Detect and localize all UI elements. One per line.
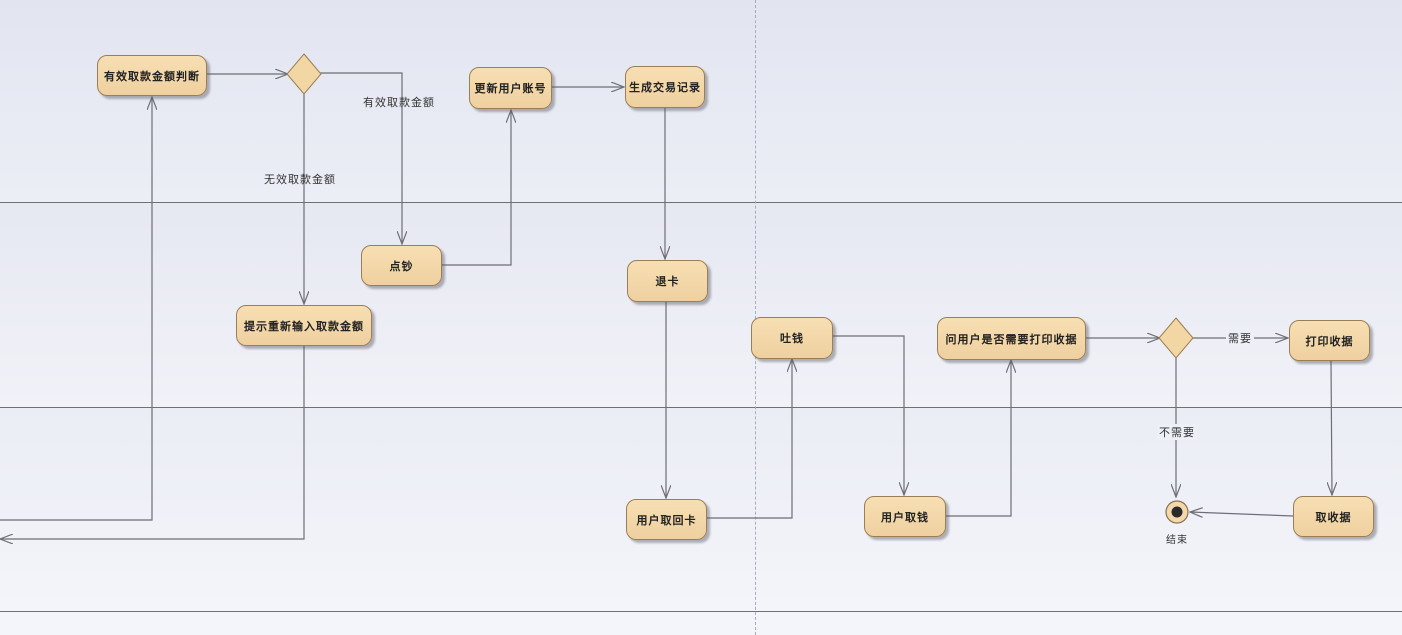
- node-take-card[interactable]: 用户取回卡: [626, 499, 707, 540]
- node-return-card[interactable]: 退卡: [627, 260, 708, 302]
- node-valid-amount-check[interactable]: 有效取款金额判断: [97, 55, 207, 96]
- edge-prompt-to-left: [0, 346, 305, 539]
- edge-loop-to-check: [0, 97, 152, 521]
- lane-divider-2: [0, 407, 1402, 408]
- swimlane-2: [0, 203, 1402, 408]
- edge-count-to-update: [442, 110, 511, 266]
- decision-diamond-amount: [286, 53, 322, 95]
- edge-take-cash-to-ask: [946, 360, 1011, 517]
- edge-label-invalid-amount: 无效取款金额: [264, 173, 336, 186]
- node-dispense-cash[interactable]: 吐钱: [751, 317, 833, 359]
- node-print-receipt[interactable]: 打印收据: [1289, 320, 1370, 361]
- edge-take-receipt-to-end: [1190, 512, 1294, 516]
- node-take-cash[interactable]: 用户取钱: [864, 496, 946, 537]
- node-update-account[interactable]: 更新用户账号: [469, 67, 552, 109]
- edge-valid-to-count: [320, 72, 402, 244]
- decision-diamond-receipt: [1158, 317, 1194, 359]
- edge-label-need: 需要: [1226, 330, 1254, 346]
- node-reenter-prompt[interactable]: 提示重新输入取款金额: [236, 305, 372, 346]
- edge-take-card-to-dispense: [707, 359, 792, 519]
- node-create-record[interactable]: 生成交易记录: [625, 66, 705, 108]
- node-take-receipt[interactable]: 取收据: [1293, 496, 1374, 537]
- node-ask-receipt[interactable]: 问用户是否需要打印收据: [937, 317, 1086, 360]
- swimlane-4: [0, 613, 1402, 635]
- edge-label-valid-amount: 有效取款金额: [363, 96, 435, 109]
- node-count-cash[interactable]: 点钞: [361, 245, 442, 286]
- edge-print-to-take-receipt: [1331, 360, 1332, 495]
- end-node-label: 结束: [1166, 535, 1188, 546]
- final-node-inner: [1171, 506, 1183, 518]
- lane-divider-3: [0, 611, 1402, 612]
- edge-label-no-need: 不需要: [1157, 424, 1197, 440]
- edge-dispense-to-take-cash: [833, 335, 904, 495]
- lane-divider-1: [0, 202, 1402, 203]
